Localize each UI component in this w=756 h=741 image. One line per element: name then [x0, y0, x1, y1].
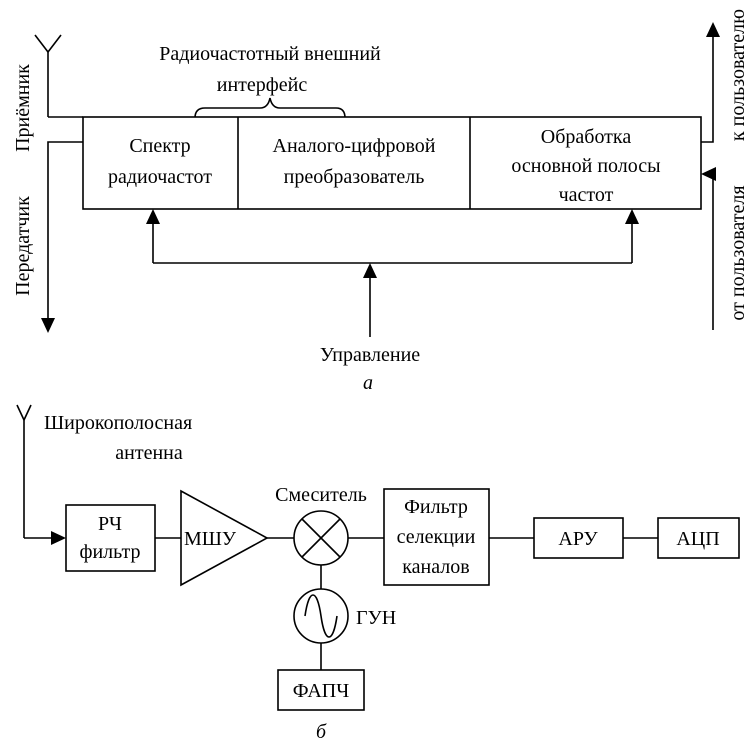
svg-text:основной полосы: основной полосы: [511, 155, 660, 177]
antenna-b-icon: [16, 404, 32, 538]
svg-text:каналов: каналов: [402, 556, 469, 578]
to-user-label: к пользователю: [727, 9, 749, 141]
transmitter-arrow-icon: [41, 318, 55, 333]
control-to-baseband-arrow-icon: [625, 209, 639, 224]
rf-frontend-title-line1: Радиочастотный внешний: [159, 43, 381, 65]
receiver-label: Приёмник: [12, 64, 34, 152]
svg-text:преобразователь: преобразователь: [284, 166, 425, 188]
svg-text:Фильтр: Фильтр: [404, 496, 468, 518]
adc-block: Аналого-цифровой преобразователь: [273, 135, 436, 188]
to-user-path: [701, 37, 714, 143]
adc-block-b: АЦП: [657, 517, 740, 559]
svg-text:Обработка: Обработка: [541, 126, 632, 148]
svg-text:радиочастот: радиочастот: [108, 166, 212, 188]
control-input-arrow-icon: [363, 263, 377, 278]
vco-icon: [293, 588, 349, 644]
transmitter-label: Передатчик: [12, 196, 34, 296]
antenna-a-icon: [34, 34, 62, 117]
svg-text:Аналого-цифровой: Аналого-цифровой: [273, 135, 436, 157]
diagram-a: Радиочастотный внешний интерфейс Приёмни…: [12, 9, 749, 394]
svg-text:АЦП: АЦП: [676, 528, 719, 550]
svg-text:РЧ: РЧ: [98, 513, 122, 535]
diagram-b: Широкополосная антенна РЧ фильтр МШУ Сме…: [16, 404, 740, 741]
control-to-rf-arrow-icon: [146, 209, 160, 224]
from-user-label: от пользователя: [727, 185, 749, 320]
svg-text:АРУ: АРУ: [558, 528, 598, 550]
transmitter-path: [47, 141, 83, 318]
svg-text:частот: частот: [559, 184, 614, 206]
caption-a: а: [363, 372, 373, 394]
svg-text:МШУ: МШУ: [184, 528, 237, 550]
svg-text:фильтр: фильтр: [80, 541, 141, 563]
pll-block: ФАПЧ: [277, 669, 365, 711]
mixer-icon: [293, 510, 349, 566]
antenna-label-line1: Широкополосная: [44, 412, 192, 434]
caption-b: б: [316, 721, 327, 741]
rf-filter-input-arrow-icon: [51, 531, 66, 545]
rf-frontend-brace: [194, 97, 346, 119]
from-user-arrow-icon: [701, 167, 716, 181]
from-user-path: [712, 173, 716, 330]
rf-frontend-title-line2: интерфейс: [217, 74, 308, 96]
vco-label: ГУН: [356, 607, 396, 629]
svg-text:селекции: селекции: [397, 526, 476, 548]
control-label: Управление: [320, 344, 420, 366]
channel-filter-block: Фильтр селекции каналов: [383, 488, 490, 586]
to-user-arrow-icon: [706, 22, 720, 37]
lna-amplifier: МШУ: [180, 489, 269, 587]
rf-filter-block: РЧ фильтр: [65, 504, 156, 572]
baseband-block: Обработка основной полосы частот: [511, 126, 660, 206]
antenna-label-line2: антенна: [115, 442, 183, 464]
rf-spectrum-block: Спектр радиочастот: [108, 135, 212, 188]
agc-block: АРУ: [533, 517, 624, 559]
rf-frontend-box: [82, 116, 702, 210]
mixer-label: Смеситель: [275, 484, 367, 506]
svg-text:ФАПЧ: ФАПЧ: [293, 680, 349, 702]
svg-text:Спектр: Спектр: [129, 135, 190, 157]
